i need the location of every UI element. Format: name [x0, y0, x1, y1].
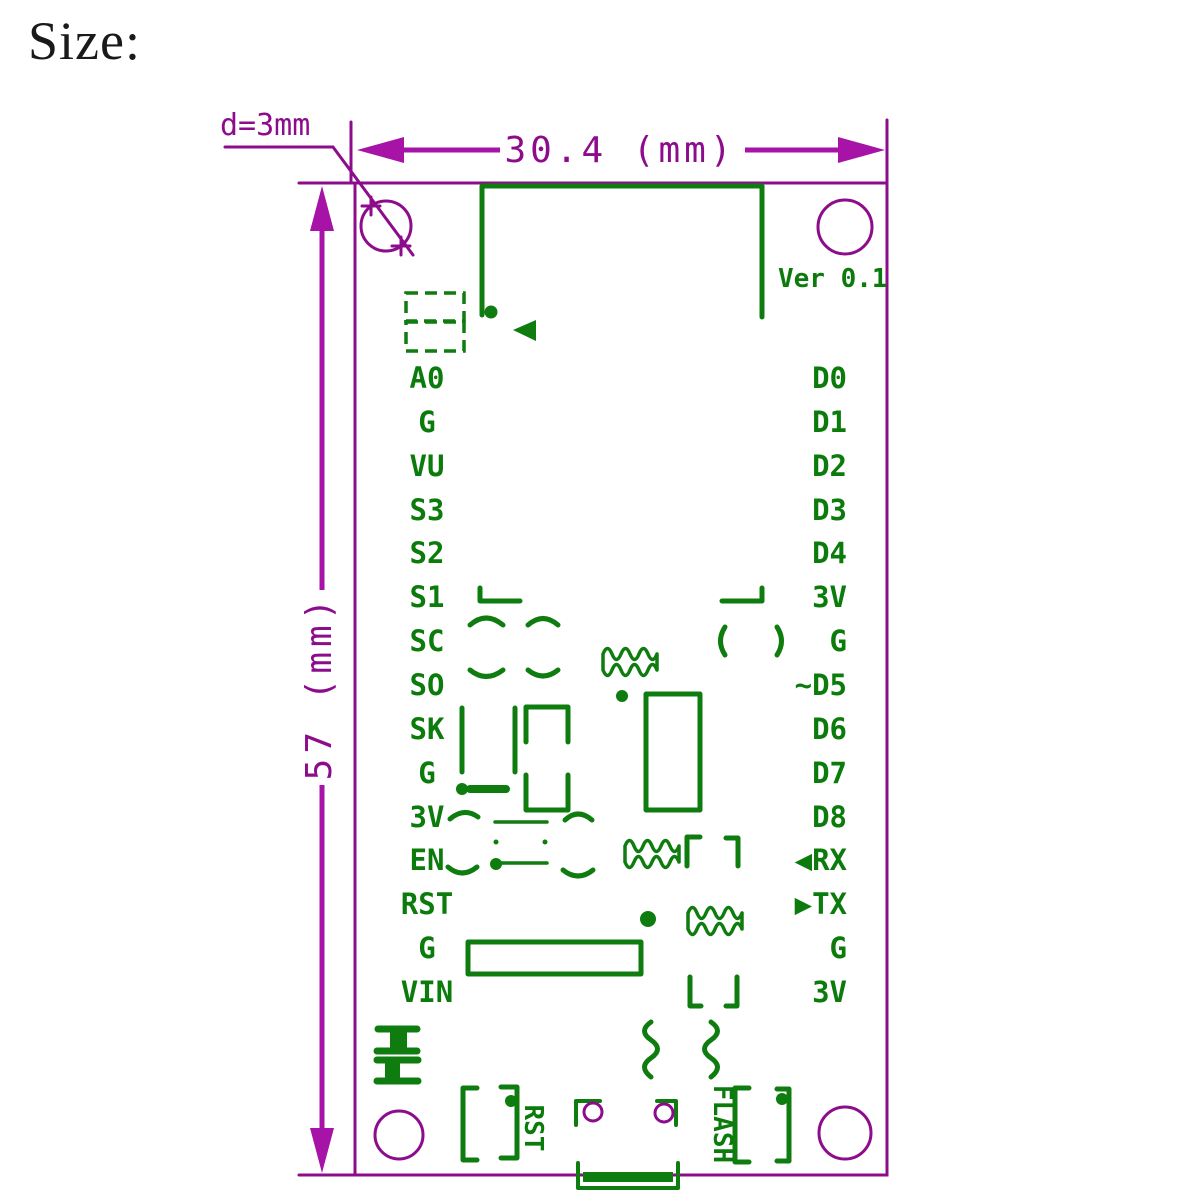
pin-label-d4-4: D4 [812, 536, 847, 571]
pin-label-d0-0: D0 [812, 361, 847, 395]
pin-label-d2-2: D2 [812, 448, 847, 483]
height-dimension-label: 57 (mm) [299, 593, 340, 781]
height-dimension [297, 181, 357, 1177]
pin-label-g-1: G [418, 404, 436, 439]
pin-label-g-13: G [418, 931, 436, 966]
pin-label-d1-1: D1 [812, 404, 847, 439]
hole-diameter-leader [223, 145, 415, 257]
resistor-network-1 [601, 646, 659, 678]
pin-label-3v-14: 3V [812, 974, 847, 1009]
pin-label-vin-14: VIN [400, 974, 454, 1009]
board-version-label: Ver 0.1 [778, 264, 888, 294]
pin-label-s2-4: S2 [409, 536, 445, 571]
pin-label-d8-10: D8 [812, 799, 847, 834]
mounting-hole-top-right [816, 198, 874, 256]
module-silkscreen [445, 585, 784, 1080]
mounting-hole-bottom-right [817, 1105, 873, 1161]
pin-label-en-11: EN [409, 843, 445, 878]
pin-label-rx-11: ◀RX [794, 843, 847, 878]
chip-outline [643, 691, 703, 813]
mounting-hole-top-left [359, 199, 413, 253]
pin-label-sc-6: SC [409, 624, 445, 659]
usb-connector [574, 1099, 680, 1190]
pin-label-tx-12: ▶TX [794, 887, 847, 922]
hole-diameter-label: d=3mm [220, 108, 311, 143]
header-outline [465, 939, 644, 977]
pin-label-s1-5: S1 [409, 580, 445, 615]
page-title: Size: [28, 11, 141, 71]
pin-label-d7-9: D7 [812, 755, 847, 790]
pin-label-3v-5: 3V [812, 580, 847, 615]
pin-label-rst-12: RST [400, 887, 454, 922]
pin-label-d6-8: D6 [812, 711, 847, 746]
mounting-hole-bottom-left [373, 1109, 425, 1161]
resistor-network-2 [623, 838, 681, 870]
capacitor-symbols [373, 1025, 422, 1085]
pin-label-g-9: G [418, 755, 436, 790]
pin-label-a0-0: A0 [409, 361, 445, 395]
width-dimension-label: 30.4 (mm) [504, 130, 736, 171]
reset-button-label: RST [518, 1104, 548, 1152]
flash-button [732, 1085, 792, 1165]
flash-button-label: FLASH [707, 1084, 737, 1164]
pin-label-vu-2: VU [409, 448, 445, 483]
pin-label-g-6: G [829, 624, 847, 659]
antenna-shield [404, 183, 765, 353]
pin-label-g-13: G [829, 931, 847, 966]
pin-label-d5-7: ~D5 [794, 667, 847, 702]
pin-label-sk-8: SK [409, 711, 445, 746]
pin-label-s3-3: S3 [409, 492, 445, 527]
orientation-triangle-icon [513, 320, 536, 341]
pin-label-so-7: SO [409, 667, 445, 702]
pin-label-d3-3: D3 [812, 492, 847, 527]
pin-label-3v-10: 3V [409, 799, 445, 834]
reset-button [460, 1084, 520, 1163]
width-dimension [349, 118, 889, 185]
